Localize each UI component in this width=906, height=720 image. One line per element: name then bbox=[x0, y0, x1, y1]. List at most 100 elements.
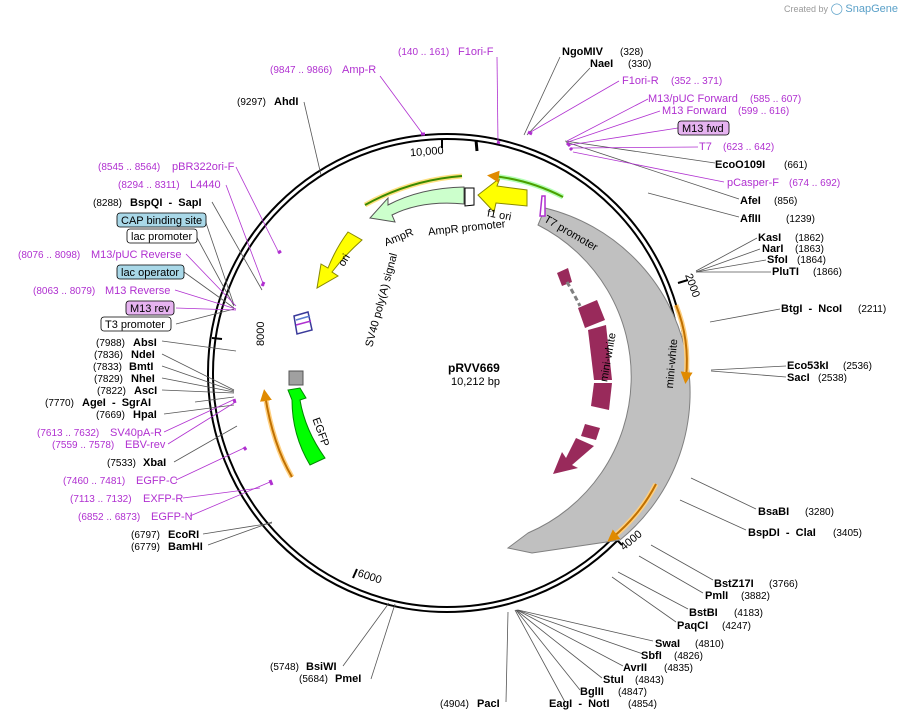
enzyme-bstbi: BstBI bbox=[689, 607, 718, 619]
enzyme-nhei: NheI bbox=[131, 373, 155, 385]
primer-f1ori-r: F1ori-R bbox=[622, 75, 659, 87]
enzyme-paci: PacI bbox=[477, 698, 500, 710]
feature-f1-ori bbox=[477, 176, 528, 214]
label-m13-fwd: M13 fwd bbox=[682, 123, 724, 135]
boxed-feature-labels: M13 fwd CAP binding site lac promoter la… bbox=[100, 120, 730, 332]
enzyme-nari: NarI bbox=[762, 243, 783, 255]
primer-m13-forward: M13 Forward bbox=[662, 105, 727, 117]
enzyme-saci-pos: (2538) bbox=[818, 373, 847, 384]
enzyme-swai-pos: (4810) bbox=[695, 639, 724, 650]
enzyme-pmli: PmlI bbox=[705, 590, 728, 602]
primer-m13-reverse: M13 Reverse bbox=[105, 285, 170, 297]
label-ori: ori bbox=[336, 252, 353, 269]
primer-amp-r: Amp-R bbox=[342, 64, 376, 76]
primer-t7: T7 bbox=[699, 141, 712, 153]
enzyme-labels: NgoMIV (328) NaeI (330) EcoO109I (661) A… bbox=[45, 46, 886, 710]
enzyme-kasi-pos: (1862) bbox=[795, 233, 824, 244]
enzyme-aflii-pos: (1239) bbox=[786, 214, 815, 225]
feature-egfp bbox=[287, 370, 326, 466]
label-m13-rev: M13 rev bbox=[130, 303, 170, 315]
primer-exfp-r-pos: (7113 .. 7132) bbox=[70, 494, 132, 505]
plasmid-name: pRVV669 bbox=[448, 361, 500, 375]
primer-egfp-c: EGFP-C bbox=[136, 475, 178, 487]
box-m13-rev bbox=[125, 300, 175, 316]
feature-ampr-promoter bbox=[464, 187, 475, 207]
primer-exfp-r: EXFP-R bbox=[143, 493, 183, 505]
enzyme-nhei-pos: (7829) bbox=[94, 374, 123, 385]
enzyme-ahdi: AhdI bbox=[274, 96, 298, 108]
enzyme-bmti-pos: (7833) bbox=[93, 362, 122, 373]
primer-m13-puc-forward-pos: (585 .. 607) bbox=[750, 94, 801, 105]
tick-8000: 8000 bbox=[255, 322, 267, 346]
label-f1-ori: f1 ori bbox=[486, 207, 512, 223]
enzyme-sbfi-pos: (4826) bbox=[674, 651, 703, 662]
enzyme-bstz17i-pos: (3766) bbox=[769, 579, 798, 590]
enzyme-saci: SacI bbox=[787, 372, 810, 384]
primer-ebv-rev: EBV-rev bbox=[125, 439, 166, 451]
enzyme-absi: AbsI bbox=[133, 337, 157, 349]
enzyme-pluti: PluTI bbox=[772, 266, 799, 278]
primer-m13-reverse-pos: (8063 .. 8079) bbox=[33, 286, 95, 297]
enzyme-bstbi-pos: (4183) bbox=[734, 608, 763, 619]
enzyme-pmei: PmeI bbox=[335, 673, 361, 685]
enzyme-sbfi: SbfI bbox=[641, 650, 662, 662]
feature-t7-promoter bbox=[539, 195, 546, 217]
primer-sv40pa-r-pos: (7613 .. 7632) bbox=[37, 428, 99, 439]
feature-mini-white-outer bbox=[506, 207, 691, 554]
enzyme-bsabi-pos: (3280) bbox=[805, 507, 834, 518]
enzyme-paqci-pos: (4247) bbox=[722, 621, 751, 632]
enzyme-bamhi-pos: (6779) bbox=[131, 542, 160, 553]
primer-labels: (140 .. 161) F1ori-F (9847 .. 9866) Amp-… bbox=[18, 46, 840, 523]
enzyme-eco53ki: Eco53kI bbox=[787, 360, 829, 372]
plasmid-length: 10,212 bp bbox=[451, 376, 500, 388]
primer-amp-r-pos: (9847 .. 9866) bbox=[270, 65, 332, 76]
primer-f1ori-f-pos: (140 .. 161) bbox=[398, 47, 449, 58]
leader-lines bbox=[161, 56, 787, 703]
primer-egfp-n: EGFP-N bbox=[151, 511, 193, 523]
feature-mini-white-exons bbox=[553, 268, 612, 474]
enzyme-absi-pos: (7988) bbox=[96, 338, 125, 349]
box-lac-operator bbox=[116, 264, 185, 280]
enzyme-kasi: KasI bbox=[758, 232, 781, 244]
enzyme-ecoo109i-pos: (661) bbox=[784, 160, 807, 171]
enzyme-ndei-pos: (7836) bbox=[94, 350, 123, 361]
primer-f1ori-f: F1ori-F bbox=[458, 46, 494, 58]
primer-m13-puc-reverse-pos: (8076 .. 8098) bbox=[18, 250, 80, 261]
box-m13-fwd bbox=[677, 120, 730, 136]
enzyme-sfoi: SfoI bbox=[767, 254, 788, 266]
enzyme-eagi-noti: EagI - NotI bbox=[549, 698, 610, 710]
primer-sv40pa-r: SV40pA-R bbox=[110, 427, 162, 439]
credit-brand: SnapGene bbox=[845, 3, 898, 15]
enzyme-eagi-noti-pos: (4854) bbox=[628, 699, 657, 710]
enzyme-bspqi-sapi: BspQI - SapI bbox=[130, 197, 202, 209]
primer-l4440: L4440 bbox=[190, 179, 221, 191]
label-ampr-promoter: AmpR promoter bbox=[428, 218, 507, 238]
enzyme-asci-pos: (7822) bbox=[97, 386, 126, 397]
enzyme-bspdi-clai-pos: (3405) bbox=[833, 528, 862, 539]
enzyme-avrii: AvrII bbox=[623, 662, 647, 674]
enzyme-eco53ki-pos: (2536) bbox=[843, 361, 872, 372]
tick-6000: 6000 bbox=[356, 567, 383, 586]
enzyme-pmli-pos: (3882) bbox=[741, 591, 770, 602]
enzyme-stui-pos: (4843) bbox=[635, 675, 664, 686]
label-lac-promoter: lac promoter bbox=[131, 231, 192, 243]
enzyme-paci-pos: (4904) bbox=[440, 699, 469, 710]
enzyme-ngomiv: NgoMIV bbox=[562, 46, 604, 58]
primer-m13-forward-pos: (599 .. 616) bbox=[738, 106, 789, 117]
enzyme-afei: AfeI bbox=[740, 195, 761, 207]
credit-prefix: Created by bbox=[784, 4, 829, 14]
enzyme-bglii-pos: (4847) bbox=[618, 687, 647, 698]
enzyme-nari-pos: (1863) bbox=[795, 244, 824, 255]
primer-leader-lines bbox=[163, 56, 725, 517]
primer-m13-puc-forward: M13/pUC Forward bbox=[648, 93, 738, 105]
primer-t7-pos: (623 .. 642) bbox=[723, 142, 774, 153]
enzyme-ecori: EcoRI bbox=[168, 529, 199, 541]
label-mini-white-outer: mini-white bbox=[664, 338, 680, 388]
enzyme-btgi-ncoi: BtgI - NcoI bbox=[781, 303, 842, 315]
enzyme-bsiwi: BsiWI bbox=[306, 661, 337, 673]
enzyme-btgi-ncoi-pos: (2211) bbox=[858, 304, 886, 315]
primer-m13-puc-reverse: M13/pUC Reverse bbox=[91, 249, 181, 261]
enzyme-paqci: PaqCI bbox=[677, 620, 708, 632]
enzyme-ngomiv-pos: (328) bbox=[620, 47, 643, 58]
snapgene-credit: Created by ◯ SnapGene bbox=[784, 2, 898, 15]
